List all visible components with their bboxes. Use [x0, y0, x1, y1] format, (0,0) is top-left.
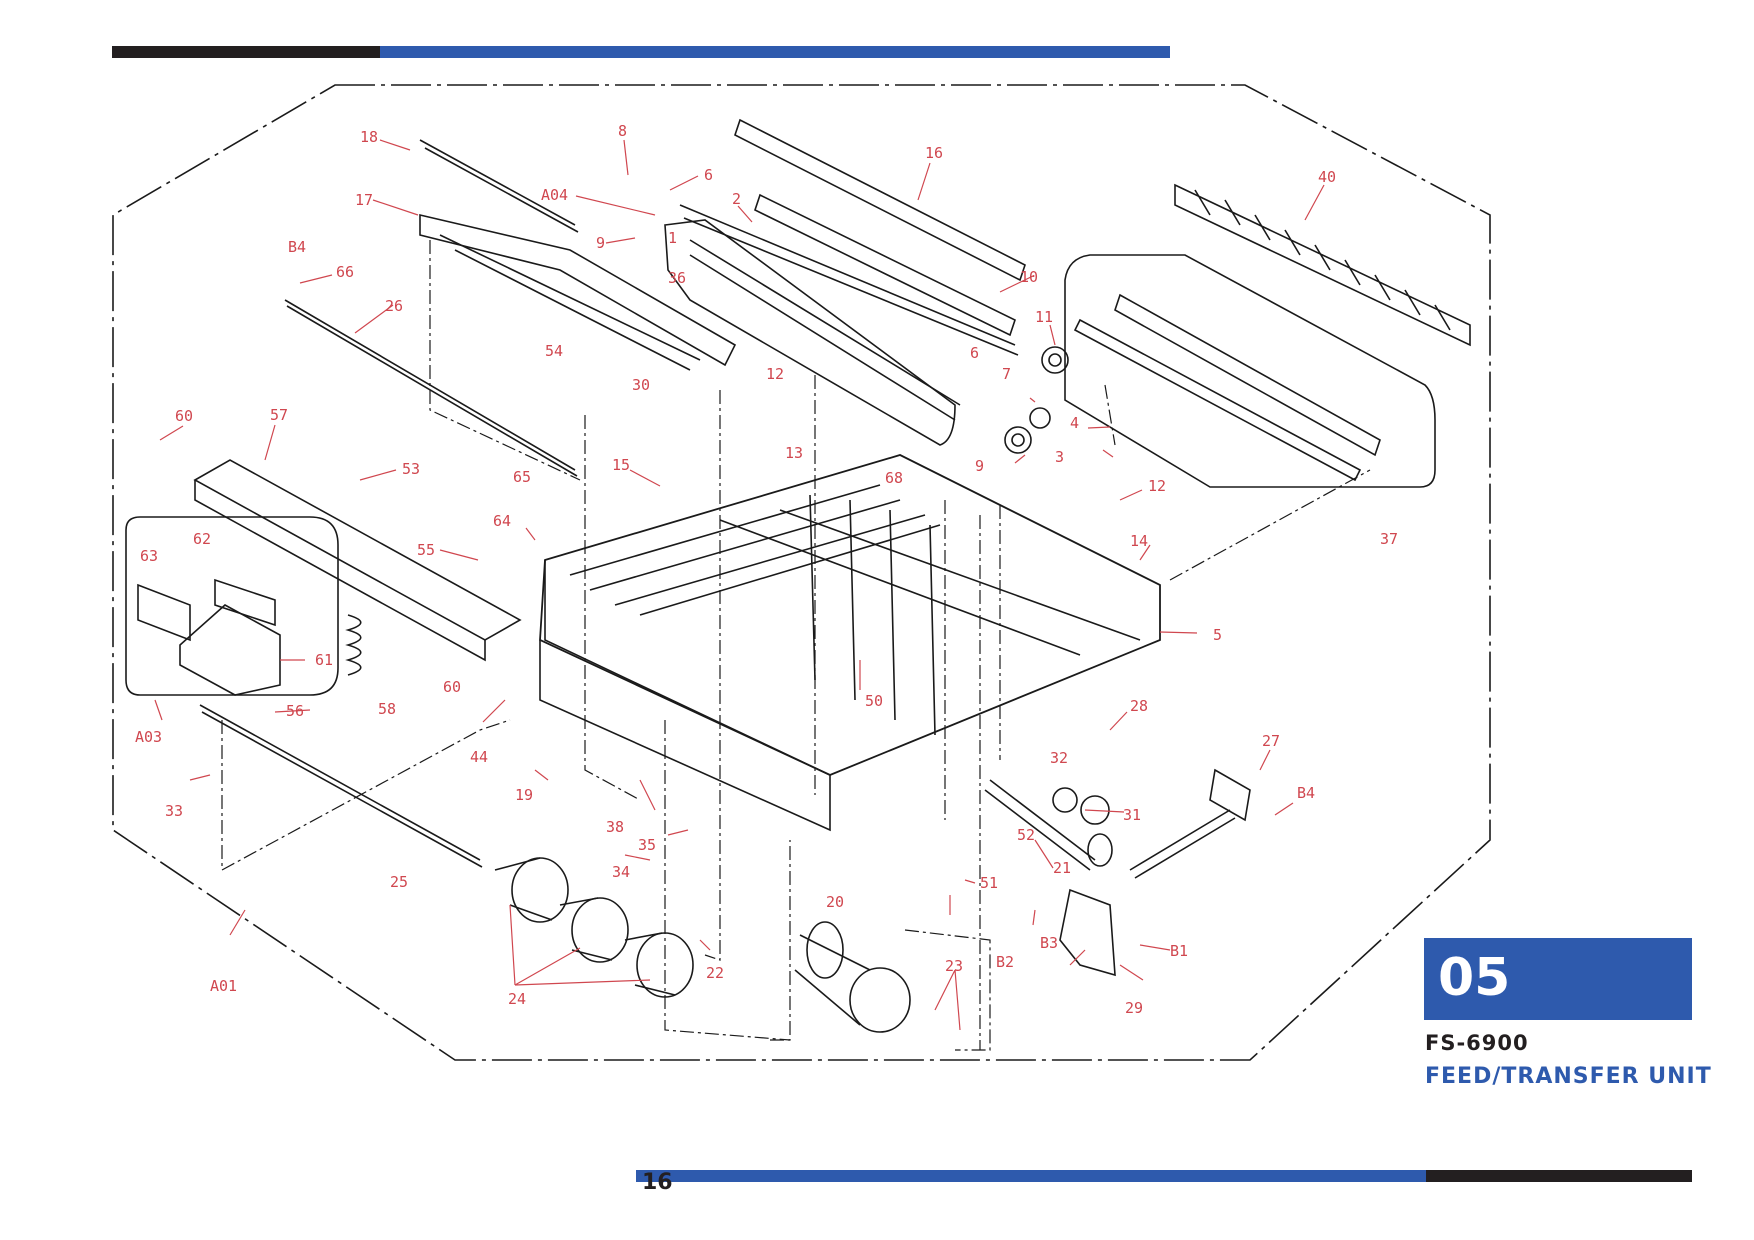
callout-label: B2 — [996, 953, 1014, 971]
model-name: FS-6900 — [1425, 1031, 1529, 1055]
callout-label: 58 — [378, 700, 396, 718]
callout-label: 56 — [286, 702, 304, 720]
callout-label: A04 — [541, 186, 568, 204]
callout-label: 7 — [1002, 365, 1011, 383]
callout-label: 29 — [1125, 999, 1143, 1017]
callout-label: 36 — [668, 269, 686, 287]
group-a03-boundary — [125, 516, 339, 696]
callout-label: 34 — [612, 863, 630, 881]
callout-label: A01 — [210, 977, 237, 995]
callout-label: 37 — [1380, 530, 1398, 548]
callout-label: 19 — [515, 786, 533, 804]
callout-label: 3 — [1055, 448, 1064, 466]
callout-label: 28 — [1130, 697, 1148, 715]
group-37-boundary — [1064, 254, 1436, 488]
callout-label: 13 — [785, 444, 803, 462]
callout-label: 27 — [1262, 732, 1280, 750]
callout-label: 38 — [606, 818, 624, 836]
callout-label: A03 — [135, 728, 162, 746]
callout-label: 44 — [470, 748, 488, 766]
callout-label: 16 — [925, 144, 943, 162]
callout-label: 32 — [1050, 749, 1068, 767]
callout-label: 23 — [945, 957, 963, 975]
callout-label: 24 — [508, 990, 526, 1008]
callout-label: 55 — [417, 541, 435, 559]
callout-label: B4 — [288, 238, 306, 256]
callout-label: 50 — [865, 692, 883, 710]
top-rule-dark — [112, 46, 380, 58]
callout-label: 4 — [1070, 414, 1079, 432]
callout-label: 10 — [1020, 268, 1038, 286]
callout-label: 6 — [704, 166, 713, 184]
callout-label: 1 — [668, 229, 677, 247]
callout-label: 62 — [193, 530, 211, 548]
callout-label: 2 — [732, 190, 741, 208]
callout-label: 66 — [336, 263, 354, 281]
callout-label: 12 — [1148, 477, 1166, 495]
callout-label: 63 — [140, 547, 158, 565]
callout-label: 68 — [885, 469, 903, 487]
callout-label: 14 — [1130, 532, 1148, 550]
group-rollers-boundary — [664, 219, 956, 446]
callout-label: B4 — [1297, 784, 1315, 802]
callout-label: 18 — [360, 128, 378, 146]
section-number: 05 — [1438, 948, 1511, 1008]
top-rule-blue — [380, 46, 1170, 58]
callout-label: B1 — [1170, 942, 1188, 960]
callout-label: 31 — [1123, 806, 1141, 824]
callout-label: 20 — [826, 893, 844, 911]
callout-label: 22 — [706, 964, 724, 982]
callout-label: 61 — [315, 651, 333, 669]
callout-label: 11 — [1035, 308, 1053, 326]
callout-label: 51 — [980, 874, 998, 892]
callout-label: 5 — [1213, 626, 1222, 644]
callout-label: 53 — [402, 460, 420, 478]
callout-label: 17 — [355, 191, 373, 209]
callout-label: 12 — [766, 365, 784, 383]
callout-label: 40 — [1318, 168, 1336, 186]
page-number: 16 — [642, 1170, 673, 1195]
bottom-rule-dark — [1426, 1170, 1692, 1182]
callout-label: 26 — [385, 297, 403, 315]
callout-label: 65 — [513, 468, 531, 486]
callout-label: 6 — [970, 344, 979, 362]
callout-labels: 18 8 6 A04 2 16 40 17 9 1 36 10 B4 66 26… — [135, 122, 1398, 1017]
callout-label: 25 — [390, 873, 408, 891]
callout-label: B3 — [1040, 934, 1058, 952]
callout-label: 15 — [612, 456, 630, 474]
callout-label: 9 — [596, 234, 605, 252]
callout-label: 35 — [638, 836, 656, 854]
callout-label: 54 — [545, 342, 563, 360]
callout-label: 33 — [165, 802, 183, 820]
callout-label: 57 — [270, 406, 288, 424]
callout-label: 8 — [618, 122, 627, 140]
callout-label: 9 — [975, 457, 984, 475]
bottom-rule-blue — [636, 1170, 1426, 1182]
section-number-box: 05 — [1424, 938, 1692, 1020]
callout-label: 60 — [443, 678, 461, 696]
callout-label: 30 — [632, 376, 650, 394]
callout-label: 52 — [1017, 826, 1035, 844]
callout-label: 60 — [175, 407, 193, 425]
section-title: FEED/TRANSFER UNIT — [1425, 1064, 1712, 1089]
diagram-boundary — [112, 84, 1491, 1061]
callout-label: 21 — [1053, 859, 1071, 877]
callout-label: 64 — [493, 512, 511, 530]
